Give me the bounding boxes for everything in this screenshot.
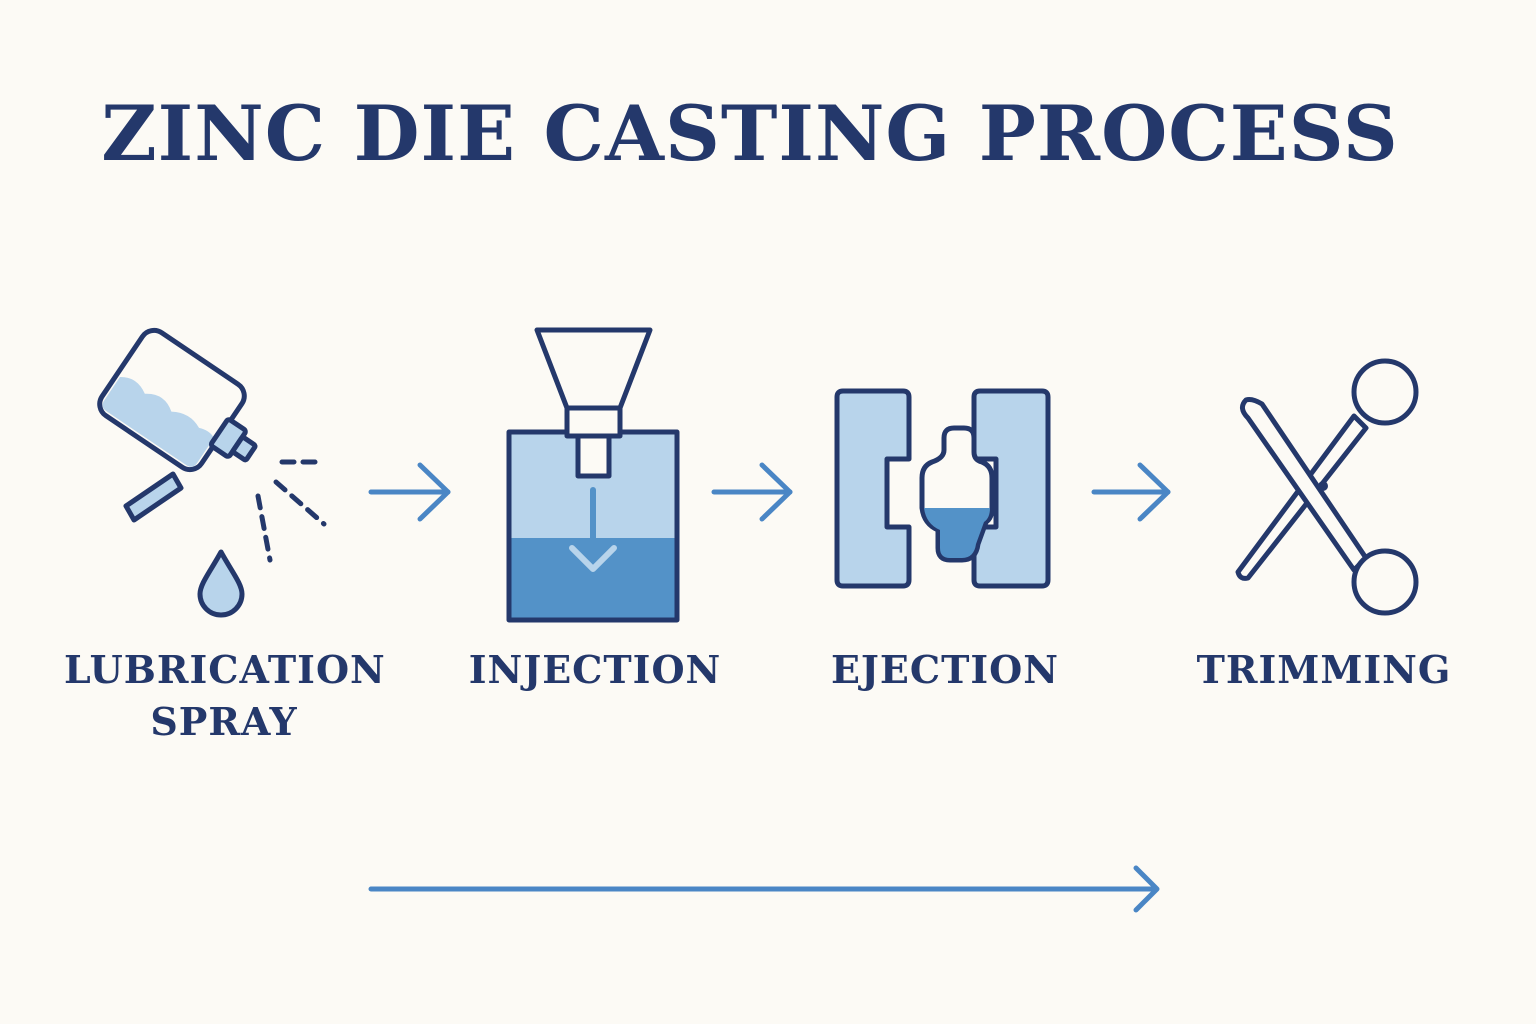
spray-bottle-icon <box>97 327 327 618</box>
scissors-icon <box>1235 358 1419 616</box>
arrow-right-icon <box>368 462 451 522</box>
arrow-right-icon <box>1091 462 1171 522</box>
step-label-line: INJECTION <box>468 647 722 692</box>
step-label-injection: INJECTION <box>445 644 745 696</box>
injection-hopper-icon <box>506 327 680 623</box>
diagram-title: ZINC DIE CASTING PROCESS <box>101 89 1399 178</box>
arrow-right-icon <box>711 462 793 522</box>
step-label-ejection: EJECTION <box>795 644 1095 696</box>
die-mold-icon <box>834 388 1051 589</box>
step-label-line: TRIMMING <box>1196 647 1452 692</box>
process-flow-arrow <box>368 865 1160 913</box>
step-label-trimming: TRIMMING <box>1174 644 1474 696</box>
step-label-line: SPRAY <box>150 699 298 744</box>
step-label-line: EJECTION <box>830 647 1060 692</box>
step-label-lubrication-spray: LUBRICATION SPRAY <box>64 644 386 748</box>
step-label-line: LUBRICATION <box>64 647 386 692</box>
